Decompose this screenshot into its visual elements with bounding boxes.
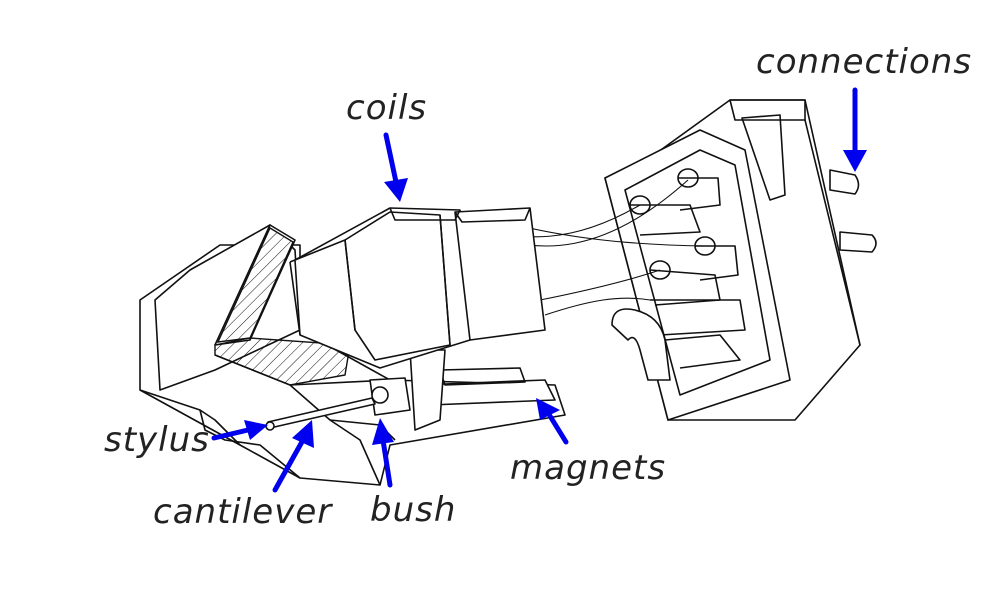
label-connections: connections: [756, 42, 973, 82]
connection-pins: [829, 169, 877, 253]
arrow-stylus: [211, 420, 268, 441]
terminal-eyelets: [611, 168, 746, 381]
label-stylus: stylus: [104, 420, 210, 460]
cantilever-stylus: [265, 397, 376, 431]
arrow-bush: [372, 418, 394, 488]
arrow-connections: [843, 87, 867, 172]
label-coils: coils: [346, 88, 428, 128]
arrow-magnets: [536, 398, 569, 445]
arrow-cantilever: [272, 420, 314, 493]
label-magnets: magnets: [510, 448, 667, 488]
label-bush: bush: [370, 490, 457, 530]
coils-assembly: [289, 207, 546, 369]
label-cantilever: cantilever: [153, 492, 333, 532]
arrow-coils: [383, 132, 408, 202]
label-arrows: [211, 87, 867, 493]
connector-block: [604, 99, 877, 421]
